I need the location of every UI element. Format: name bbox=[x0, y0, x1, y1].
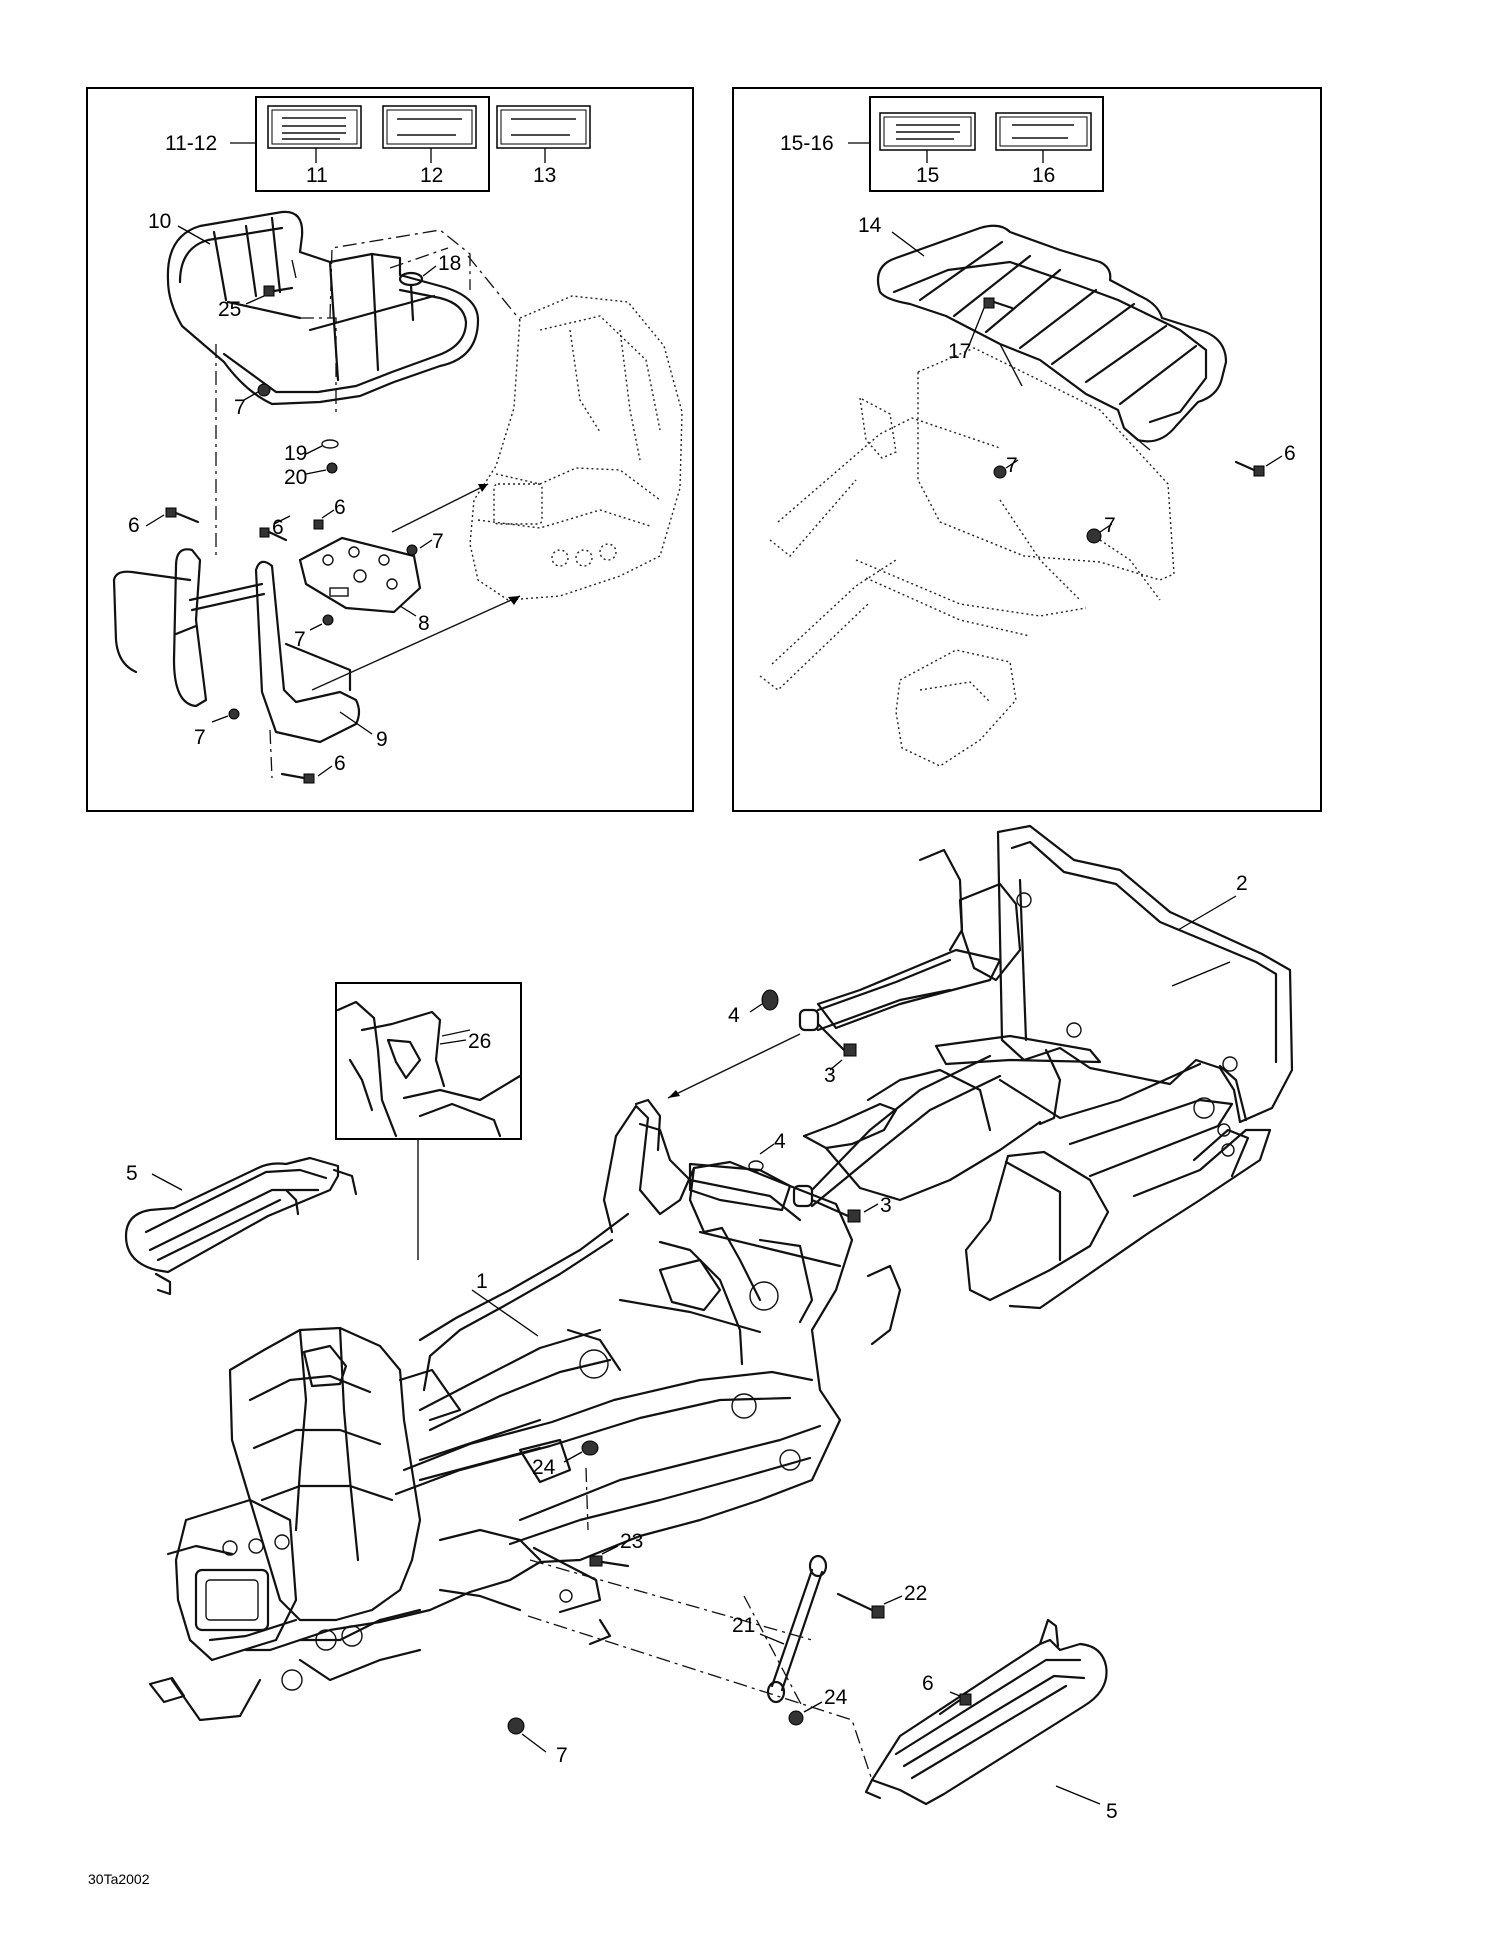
callout-15: 15 bbox=[916, 164, 939, 187]
callout-3-upper: 3 bbox=[824, 1064, 836, 1087]
callout-22: 22 bbox=[904, 1582, 927, 1605]
callout-4-upper: 4 bbox=[728, 1004, 740, 1027]
callout-16: 16 bbox=[1032, 164, 1055, 187]
callout-11-12: 11-12 bbox=[165, 132, 217, 155]
callout-7-lower: 7 bbox=[194, 726, 206, 749]
front-frame bbox=[148, 1326, 612, 1722]
warning-label-11 bbox=[267, 105, 362, 149]
warning-label-16 bbox=[995, 112, 1092, 151]
callout-4-lower: 4 bbox=[774, 1130, 786, 1153]
callout-19: 19 bbox=[284, 442, 307, 465]
callout-12: 12 bbox=[420, 164, 443, 187]
callout-2: 2 bbox=[1236, 872, 1248, 895]
callout-25: 25 bbox=[218, 298, 241, 321]
callout-7-rear-lower: 7 bbox=[1104, 514, 1116, 537]
upper-link-hardware: 4 3 bbox=[667, 958, 952, 1099]
callout-6-footrest: 6 bbox=[922, 1672, 934, 1695]
callout-15-16: 15-16 bbox=[780, 132, 834, 155]
callout-24-upper: 24 bbox=[532, 1456, 556, 1479]
callout-1: 1 bbox=[476, 1270, 488, 1293]
callout-7-right-plate: 7 bbox=[432, 530, 444, 553]
callout-6-rear-rack: 6 bbox=[1284, 442, 1296, 465]
callout-26: 26 bbox=[468, 1030, 491, 1053]
callout-6-left: 6 bbox=[128, 514, 140, 537]
callout-17: 17 bbox=[948, 340, 971, 363]
callout-5-left: 5 bbox=[126, 1162, 138, 1185]
callout-5-right: 5 bbox=[1106, 1800, 1118, 1823]
front-rack-panel: 11 12 11-12 13 bbox=[86, 87, 694, 812]
callout-18: 18 bbox=[438, 252, 461, 275]
callout-7-rear-upper: 7 bbox=[1006, 454, 1018, 477]
warning-label-15 bbox=[879, 112, 976, 151]
front-rack bbox=[166, 210, 480, 406]
callout-13: 13 bbox=[533, 164, 556, 187]
callout-6-mid-b: 6 bbox=[334, 496, 346, 519]
callout-20: 20 bbox=[284, 466, 307, 489]
callout-10: 10 bbox=[148, 210, 171, 233]
bolt-18: 18 bbox=[398, 252, 461, 322]
mounting-plate-8: 8 bbox=[298, 536, 430, 635]
figure-code: 30Ta2002 bbox=[88, 1871, 150, 1887]
footrest-left: 5 bbox=[124, 1156, 358, 1296]
callout-6-lower: 6 bbox=[334, 752, 346, 775]
callout-24-lower: 24 bbox=[824, 1686, 848, 1709]
footrest-right: 5 bbox=[864, 1618, 1118, 1823]
lower-link-hardware: 4 3 bbox=[748, 1054, 1002, 1223]
warning-label-13: 13 bbox=[496, 105, 591, 187]
rear-label-box: 15 16 15-16 bbox=[780, 96, 1104, 192]
callout-3-lower: 3 bbox=[880, 1194, 892, 1217]
rear-subframe: 2 bbox=[802, 824, 1294, 1310]
rear-frame-phantom bbox=[759, 347, 1175, 767]
rear-rack-panel: 15 16 15-16 14 17 6 bbox=[732, 87, 1322, 812]
callout-7-below-plate: 7 bbox=[294, 628, 306, 651]
callout-9: 9 bbox=[376, 728, 388, 751]
callout-21: 21 bbox=[732, 1614, 755, 1637]
main-frame-assembly: 26 bbox=[124, 824, 1294, 1823]
callout-7-main: 7 bbox=[556, 1744, 568, 1767]
callout-6-mid-a: 6 bbox=[272, 516, 284, 539]
callout-11: 11 bbox=[306, 164, 328, 187]
detail-inset: 26 bbox=[335, 982, 522, 1260]
front-frame-phantom bbox=[469, 295, 683, 601]
front-bumper: 9 bbox=[112, 548, 388, 751]
front-label-box: 11 12 11-12 bbox=[165, 96, 490, 192]
callout-7-left-upper: 7 bbox=[234, 396, 246, 419]
callout-23: 23 bbox=[620, 1530, 643, 1553]
callout-14: 14 bbox=[858, 214, 882, 237]
warning-label-12 bbox=[382, 105, 477, 149]
bolt-25: 25 bbox=[218, 285, 294, 321]
callout-8: 8 bbox=[418, 612, 430, 635]
stabilizer-rod-21: 21 bbox=[732, 1554, 828, 1704]
rear-rack: 14 bbox=[858, 214, 1228, 451]
